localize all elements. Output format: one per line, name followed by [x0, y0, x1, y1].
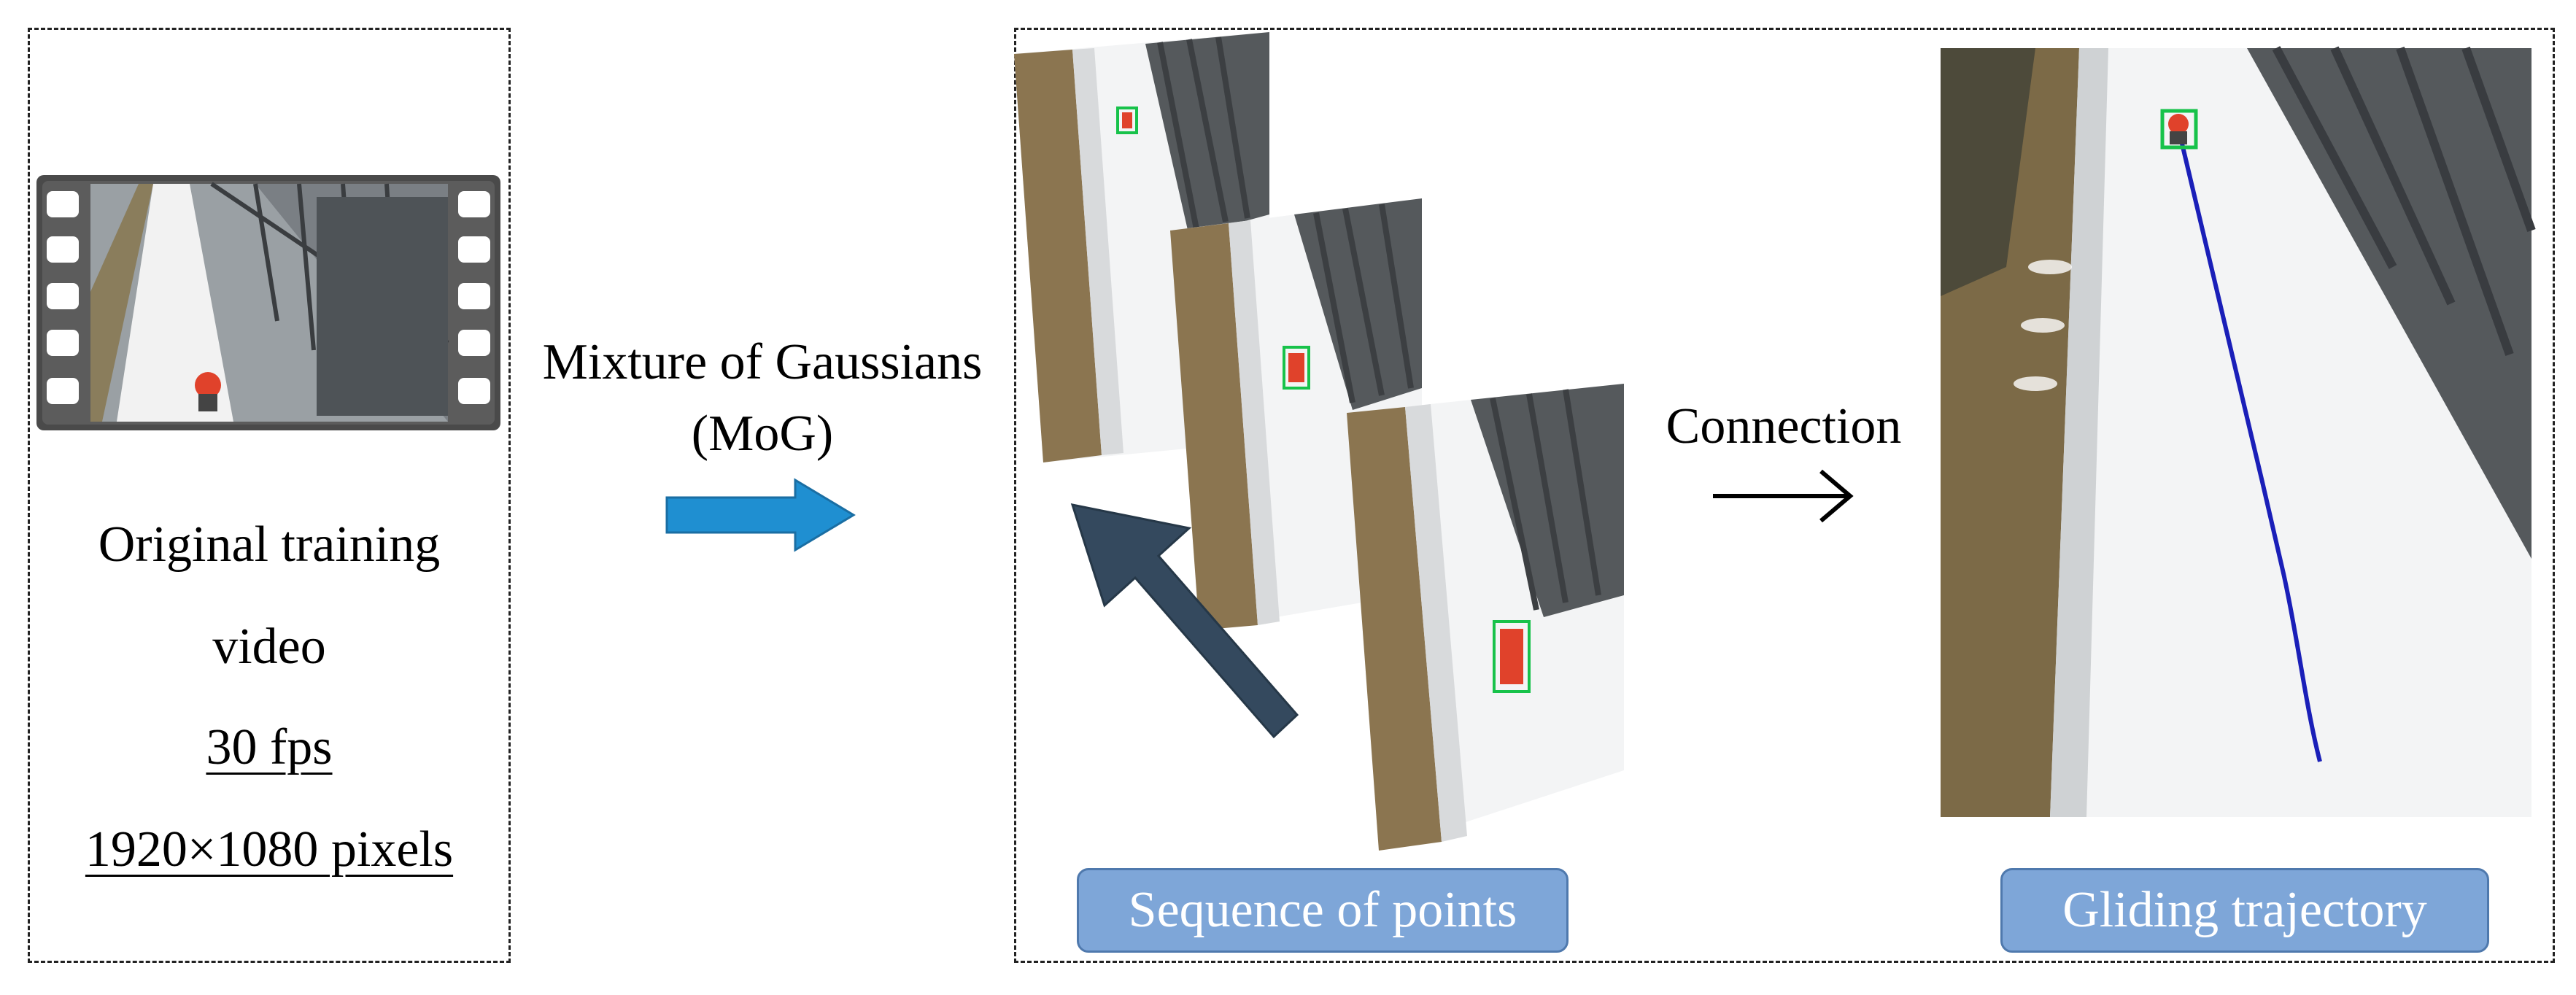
- frame-3-image: [1347, 384, 1624, 851]
- sequence-of-points-label: Sequence of points: [1077, 868, 1569, 953]
- output-panel: [1014, 28, 2555, 963]
- method-line1: Mixture of Gaussians: [542, 334, 983, 390]
- gliding-trajectory-label: Gliding trajectory: [2000, 868, 2489, 953]
- input-title-line1: Original training: [98, 516, 441, 573]
- sequence-arrow-icon: [1070, 503, 1299, 739]
- connection-arrow-icon: [1713, 469, 1854, 523]
- connection-label: Connection: [1666, 398, 1902, 454]
- mog-arrow-icon: [665, 478, 856, 552]
- trajectory-image: [1941, 46, 2536, 817]
- input-resolution: 1920×1080 pixels: [85, 821, 454, 878]
- input-video-panel: [28, 28, 511, 963]
- video-film-icon: [36, 175, 500, 430]
- method-line2: (MoG): [691, 406, 834, 462]
- input-title-line2: video: [212, 619, 326, 675]
- input-fps: 30 fps: [206, 719, 333, 775]
- frame-1-image: [1014, 32, 1269, 462]
